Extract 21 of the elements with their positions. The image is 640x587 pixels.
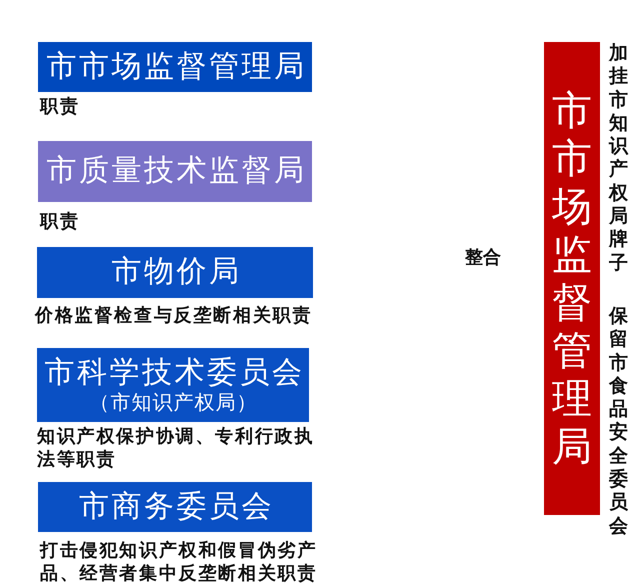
agency-name: 市科学技术委员会 (43, 356, 304, 391)
agency-subtitle: （市知识产权局） (88, 390, 258, 414)
agency-name: 市市场监督管理局 (45, 50, 306, 84)
duty-caption: 价格监督检查与反垄断相关职责 (35, 304, 314, 327)
agency-box (38, 141, 312, 202)
duty-caption: 打击侵犯知识产权和假冒伪劣产品、经营者集中反垄断相关职责 (40, 539, 318, 585)
agency-name: 市物价局 (110, 255, 242, 290)
agency-box (38, 482, 312, 532)
agency-name: 市商务委员会 (78, 490, 274, 524)
duty-caption: 职责 (40, 210, 81, 233)
agency-name: 市市场监督管理局 (552, 86, 592, 470)
side-note: 加挂市知识产权局牌子 (609, 42, 628, 275)
agency-name: 市质量技术监督局 (45, 154, 306, 189)
side-note: 保留市食品安全委员会 (609, 305, 628, 538)
duty-caption: 职责 (40, 95, 81, 118)
agency-box (38, 42, 312, 92)
agency-box (37, 247, 313, 298)
merged-agency-box (544, 42, 600, 515)
duty-caption: 知识产权保护协调、专利行政执法等职责 (37, 425, 316, 471)
merge-label: 整合 (465, 247, 501, 269)
agency-box (37, 348, 309, 422)
